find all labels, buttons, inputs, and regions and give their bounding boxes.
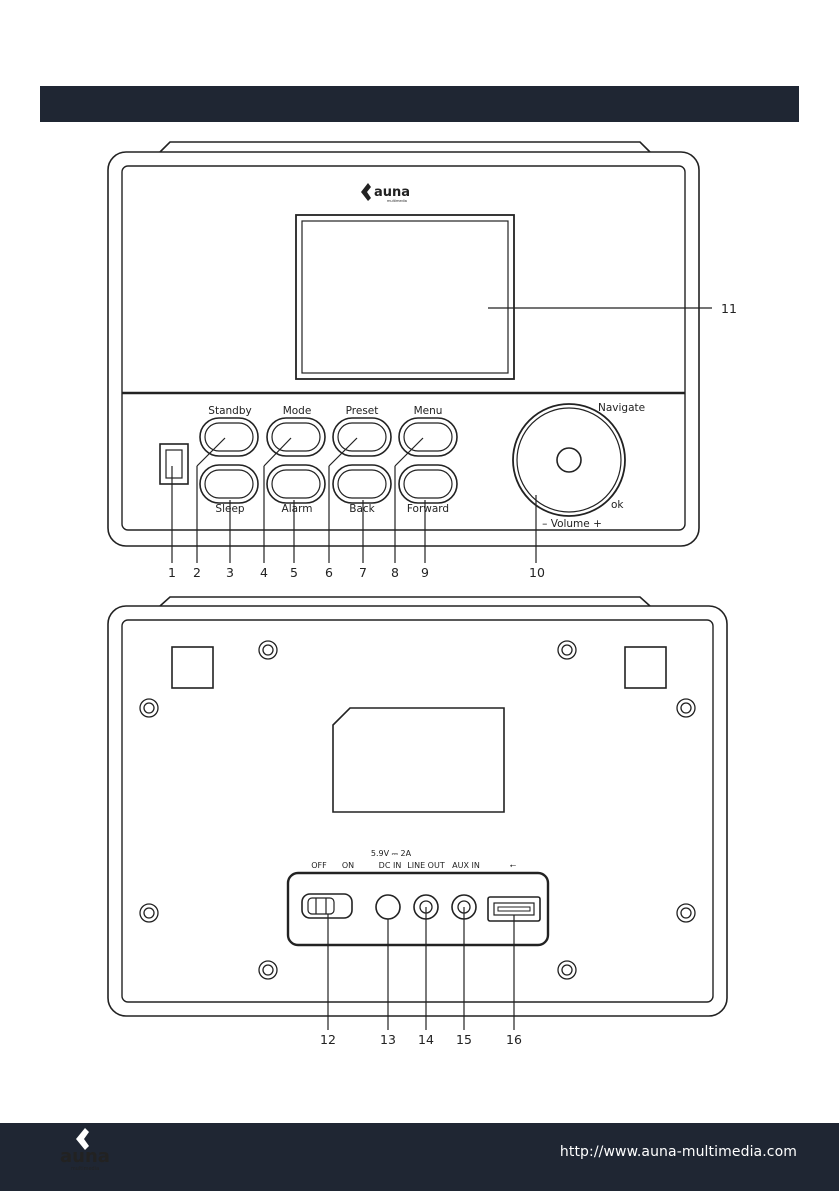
callout-14: 14 — [418, 1032, 434, 1047]
label-sleep: Sleep — [215, 503, 245, 515]
callout-5: 5 — [290, 565, 298, 580]
callout-4: 4 — [260, 565, 268, 580]
label-standby: Standby — [208, 405, 251, 417]
callout-15: 15 — [456, 1032, 472, 1047]
label-alarm: Alarm — [282, 503, 313, 515]
callout-16: 16 — [506, 1032, 522, 1047]
screws — [140, 641, 695, 979]
brand-name: auna — [374, 185, 410, 200]
label-line-out: LINE OUT — [407, 861, 445, 870]
footer-url-link[interactable]: http://www.auna-multimedia.com — [560, 1144, 797, 1160]
label-navigate: Navigate — [598, 402, 645, 414]
usb-icon: ⭠ — [510, 861, 517, 870]
callout-3: 3 — [226, 565, 234, 580]
label-off: OFF — [311, 861, 327, 870]
callout-2: 2 — [193, 565, 201, 580]
back-callouts: 12 13 14 15 16 — [320, 1032, 522, 1047]
footer-logo: auna multimedia — [40, 1124, 130, 1174]
front-logo: auna multimedia — [361, 183, 410, 203]
label-mode: Mode — [283, 405, 312, 417]
label-aux-in: AUX IN — [452, 861, 480, 870]
label-volume: – Volume + — [542, 518, 602, 530]
label-back: Back — [349, 503, 375, 515]
label-power-rating: 5.9V ⎓ 2A — [371, 849, 412, 858]
callout-12: 12 — [320, 1032, 336, 1047]
label-ok: ok — [611, 499, 624, 511]
back-view — [108, 597, 727, 1030]
callout-1: 1 — [168, 565, 176, 580]
label-menu: Menu — [414, 405, 443, 417]
callout-10: 10 — [529, 565, 545, 580]
back-port-labels: OFF ON 5.9V ⎓ 2A DC IN LINE OUT AUX IN ⭠ — [311, 849, 517, 870]
label-forward: Forward — [407, 503, 449, 515]
callout-6: 6 — [325, 565, 333, 580]
callout-8: 8 — [391, 565, 399, 580]
footer-brand-name: auna — [60, 1146, 110, 1167]
label-on: ON — [342, 861, 354, 870]
front-callouts: 1 2 3 4 5 6 7 8 9 10 11 — [168, 301, 737, 580]
buttons-top — [200, 418, 457, 456]
callout-11: 11 — [721, 301, 737, 316]
callout-7: 7 — [359, 565, 367, 580]
brand-tagline: multimedia — [387, 199, 407, 203]
callout-13: 13 — [380, 1032, 396, 1047]
label-preset: Preset — [346, 405, 379, 417]
auna-logo-icon — [361, 183, 371, 201]
label-dc-in: DC IN — [379, 861, 402, 870]
footer-brand-tagline: multimedia — [71, 1166, 99, 1172]
callout-9: 9 — [421, 565, 429, 580]
